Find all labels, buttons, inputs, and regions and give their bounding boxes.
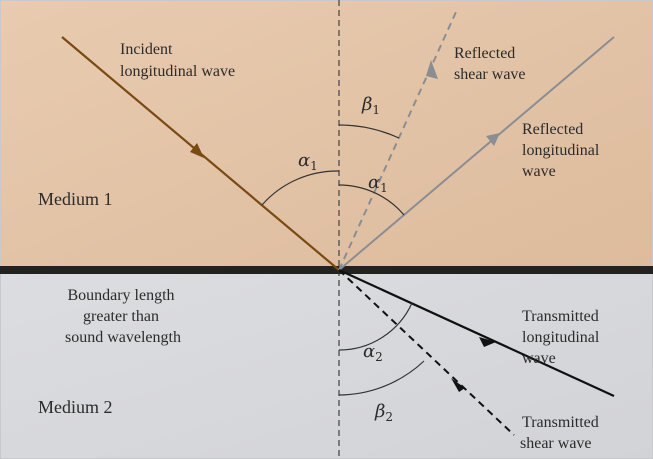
reflected-longitudinal-label: Reflected longitudinal wave: [522, 121, 603, 180]
reflected-longitudinal-ray: [338, 36, 615, 271]
boundary-label: Boundary length greater than sound wavel…: [65, 287, 181, 346]
transmitted-shear-ray: [338, 269, 515, 436]
medium1-region: [0, 0, 653, 270]
beta1-arc: [338, 124, 400, 139]
reflected-shear-arrow-icon: [426, 60, 438, 79]
medium2-label: Medium 2: [38, 397, 113, 417]
transmitted-shear-arrow-icon: [451, 378, 465, 392]
alpha2-arc: [338, 302, 413, 351]
alpha1-incident-label: α1: [298, 150, 318, 173]
beta2-arc: [338, 360, 425, 396]
beta1-label: β1: [361, 94, 380, 117]
transmitted-longitudinal-ray: [338, 268, 615, 398]
alpha1-incident-arc: [261, 170, 340, 206]
medium1-label: Medium 1: [38, 189, 113, 209]
alpha1-reflected-arc: [338, 184, 405, 216]
reflected-longitudinal-arrow-icon: [486, 133, 500, 146]
beta2-label: β2: [374, 401, 393, 424]
transmitted-longitudinal-label: Transmitted longitudinal wave: [522, 308, 603, 367]
alpha2-label: α2: [363, 341, 383, 364]
boundary-line: [0, 266, 653, 274]
incident-arrow-icon: [190, 143, 204, 158]
reflected-shear-label: Reflected shear wave: [454, 45, 526, 83]
transmitted-shear-label: Transmitted shear wave: [520, 414, 603, 452]
transmitted-longitudinal-arrow-icon: [479, 337, 496, 347]
alpha1-reflected-label: α1: [368, 172, 388, 195]
incident-label: Incident longitudinal wave: [120, 41, 235, 80]
